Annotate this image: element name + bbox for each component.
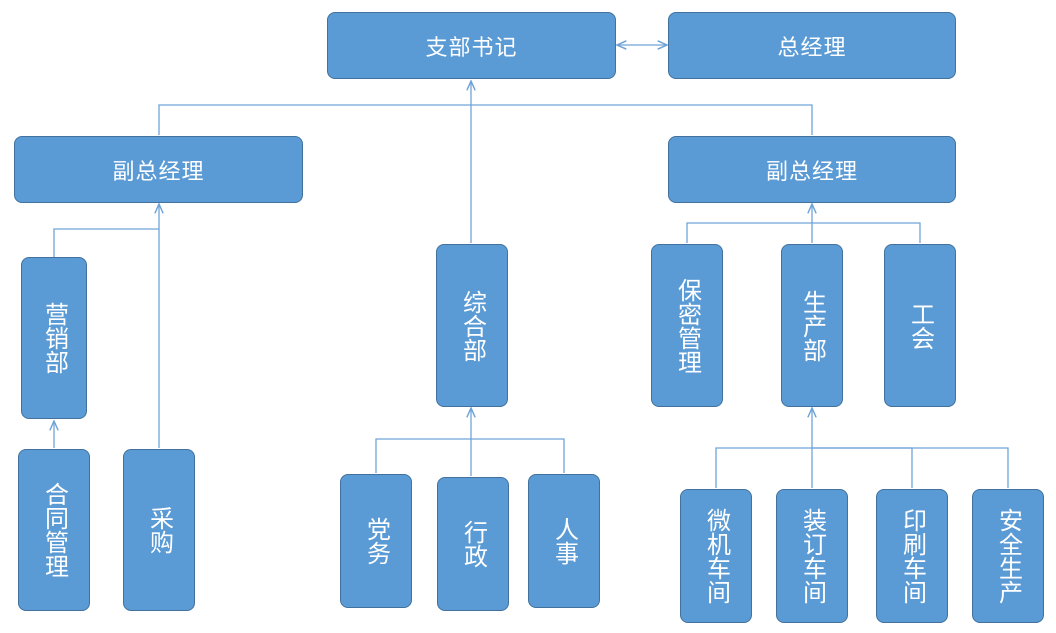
node-general-affairs[interactable]: 综合部 bbox=[436, 244, 508, 407]
node-general-manager[interactable]: 总经理 bbox=[668, 12, 956, 79]
node-label: 总经理 bbox=[777, 35, 847, 61]
node-label: 支部书记 bbox=[425, 35, 518, 61]
node-label: 党务 bbox=[362, 517, 391, 565]
party-to-general-affairs bbox=[375, 438, 471, 473]
vp-left-to-secretary bbox=[158, 104, 471, 135]
personnel-to-general-affairs bbox=[471, 438, 565, 473]
node-personnel[interactable]: 人事 bbox=[528, 474, 600, 608]
node-label: 安全生产 bbox=[994, 508, 1023, 604]
node-printing-workshop[interactable]: 印刷车间 bbox=[876, 489, 948, 623]
node-label: 营销部 bbox=[40, 302, 69, 374]
node-union[interactable]: 工会 bbox=[884, 244, 956, 407]
printing-to-production bbox=[812, 447, 913, 488]
node-procurement[interactable]: 采购 bbox=[123, 449, 195, 611]
node-safety[interactable]: 安全生产 bbox=[972, 489, 1044, 623]
node-administration[interactable]: 行政 bbox=[437, 477, 509, 611]
vp-right-to-secretary bbox=[471, 104, 813, 135]
node-label: 保密管理 bbox=[673, 277, 702, 374]
node-party[interactable]: 党务 bbox=[340, 474, 412, 608]
node-binding-workshop[interactable]: 装订车间 bbox=[776, 489, 848, 623]
node-production[interactable]: 生产部 bbox=[781, 244, 843, 407]
union-to-vp-right bbox=[812, 222, 921, 243]
node-label: 副总经理 bbox=[112, 159, 205, 185]
confidential-to-vp-right bbox=[686, 222, 812, 243]
node-vp-right[interactable]: 副总经理 bbox=[668, 136, 956, 203]
node-label: 合同管理 bbox=[40, 482, 69, 578]
node-confidential[interactable]: 保密管理 bbox=[651, 244, 723, 407]
node-label: 综合部 bbox=[458, 289, 487, 362]
node-label: 人事 bbox=[550, 517, 579, 565]
node-label: 装订车间 bbox=[798, 508, 827, 604]
node-label: 采购 bbox=[145, 506, 174, 554]
safety-to-production bbox=[812, 447, 1009, 488]
node-label: 副总经理 bbox=[765, 159, 858, 185]
node-sales[interactable]: 营销部 bbox=[21, 257, 87, 419]
node-label: 行政 bbox=[459, 520, 488, 568]
micro-to-production bbox=[715, 447, 812, 488]
node-contract[interactable]: 合同管理 bbox=[18, 449, 90, 611]
node-label: 工会 bbox=[906, 301, 935, 350]
node-label: 印刷车间 bbox=[898, 508, 927, 604]
node-secretary[interactable]: 支部书记 bbox=[327, 12, 616, 79]
node-vp-left[interactable]: 副总经理 bbox=[14, 136, 303, 203]
node-label: 微机车间 bbox=[702, 508, 731, 604]
sales-to-vp-left bbox=[53, 228, 159, 257]
node-label: 生产部 bbox=[798, 289, 827, 362]
node-micro-workshop[interactable]: 微机车间 bbox=[680, 489, 752, 623]
